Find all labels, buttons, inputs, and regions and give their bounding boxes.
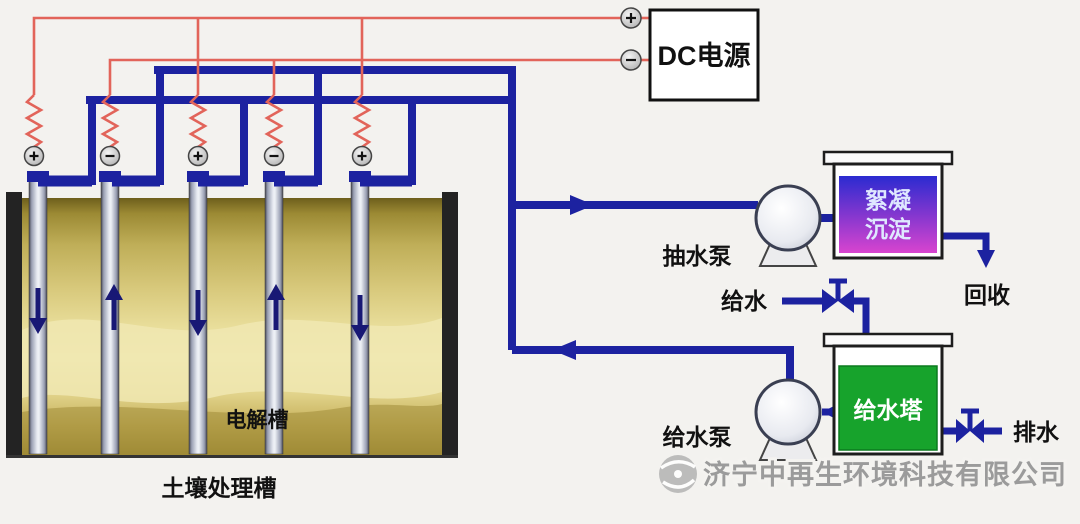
tank-rim — [822, 332, 954, 348]
flow-right-arrow-icon — [570, 195, 594, 215]
tank-left-wall — [6, 192, 22, 458]
resistor-coil-icon — [264, 94, 284, 149]
supply-pump-label: 给水泵 — [663, 424, 732, 450]
up-arrow-icon — [105, 284, 123, 300]
company-logo-icon — [659, 455, 697, 493]
supply-water-label: 给水 — [721, 288, 768, 314]
dc-power-supply: DC电源 — [620, 7, 760, 102]
resistor-coil-icon — [188, 94, 208, 149]
supply-valve-icon — [822, 278, 854, 313]
recycle-label: 回收 — [964, 282, 1010, 308]
soil-tank-caption: 土壤处理槽 — [162, 475, 277, 501]
water-tower-label: 给水塔 — [854, 397, 924, 423]
positive-terminal-icon — [187, 145, 209, 167]
negative-wire — [108, 58, 622, 95]
soil-dark-layer — [22, 404, 442, 458]
valves — [822, 278, 984, 443]
soil-flow-arrows — [29, 284, 369, 341]
up-arrow-icon — [267, 284, 285, 300]
return-pipe — [512, 346, 794, 388]
electrolysis-cell-label: 电解槽 — [226, 408, 289, 432]
drain-valve-icon — [956, 408, 984, 443]
resistor-coil-icon — [100, 94, 120, 149]
flocculation-tank: 絮凝 沉淀 — [822, 150, 954, 260]
wiring — [24, 16, 652, 149]
positive-terminal-icon — [620, 7, 642, 29]
electrode-cap — [99, 171, 121, 182]
tank-right-wall — [442, 192, 458, 458]
tank-base — [6, 455, 458, 458]
flocculant-liquid — [839, 176, 937, 253]
flow-left-arrow-icon — [552, 340, 576, 360]
down-arrow-icon — [29, 318, 47, 334]
positive-terminal-icon — [23, 145, 45, 167]
extraction-pump — [754, 184, 822, 267]
company-watermark-text: 济宁中再生环境科技有限公司 — [703, 459, 1067, 490]
drain-label: 排水 — [1013, 419, 1060, 445]
tank-rim — [822, 150, 954, 166]
soil-light-layer — [22, 318, 442, 404]
pump-body-icon — [754, 378, 822, 446]
dc-power-label: DC电源 — [658, 41, 751, 71]
resistor-coil-icon — [24, 94, 44, 149]
recycle-pipe — [940, 232, 990, 252]
supply-pump — [754, 378, 822, 461]
extraction-pump-label: 抽水泵 — [663, 243, 732, 269]
flocculation-label-line1: 絮凝 — [865, 187, 912, 213]
electrode-terminals — [23, 145, 373, 167]
down-arrow-icon — [351, 325, 369, 341]
negative-terminal-icon — [99, 145, 121, 167]
positive-terminal-icon — [351, 145, 373, 167]
resistor-coil-icon — [352, 94, 372, 149]
soil-treatment-tank — [6, 192, 458, 458]
supply-pipe-right — [854, 297, 870, 344]
flocculation-label-line2: 沉淀 — [865, 216, 912, 242]
down-arrow-icon — [189, 320, 207, 336]
positive-wire — [32, 16, 622, 95]
dc-power-box — [648, 8, 760, 102]
negative-terminal-icon — [263, 145, 285, 167]
negative-terminal-icon — [620, 49, 642, 71]
watermark: 济宁中再生环境科技有限公司 — [659, 455, 1069, 493]
pump-body-icon — [754, 184, 822, 252]
water-supply-tower: 给水塔 — [822, 332, 954, 456]
flow-down-arrow-icon — [977, 250, 995, 268]
water-liquid — [838, 365, 938, 451]
